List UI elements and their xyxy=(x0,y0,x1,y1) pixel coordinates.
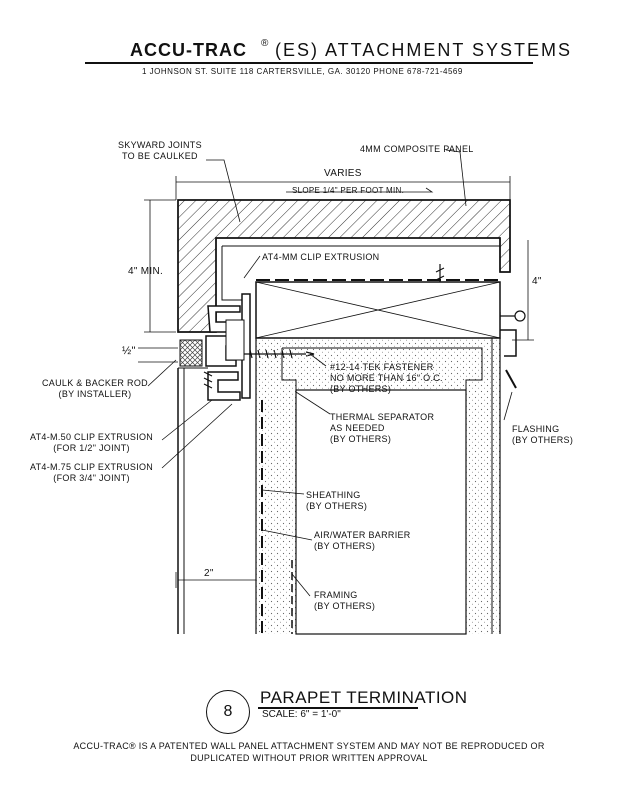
clip-extrusions xyxy=(205,305,241,401)
registered-mark: ® xyxy=(261,38,269,49)
header-rule xyxy=(85,62,533,64)
label-caulk-backer: CAULK & BACKER ROD(BY INSTALLER) xyxy=(42,378,148,399)
label-air-water-barrier: AIR/WATER BARRIER(BY OTHERS) xyxy=(314,530,411,551)
label-m50-clip: AT4-M.50 CLIP EXTRUSION(FOR 1/2" JOINT) xyxy=(30,432,154,453)
screw-icons xyxy=(203,264,526,389)
label-slope: SLOPE 1/4" PER FOOT MIN. xyxy=(292,186,405,195)
label-flashing: FLASHING(BY OTHERS) xyxy=(512,424,574,445)
label-framing: FRAMING(BY OTHERS) xyxy=(314,590,376,611)
dim-4-min: 4" MIN. xyxy=(128,266,164,277)
footer-notice: ACCU-TRAC® IS A PATENTED WALL PANEL ATTA… xyxy=(73,741,545,763)
wall-framing xyxy=(255,337,501,635)
lower-wall-panel xyxy=(177,367,208,634)
leader-lines xyxy=(147,149,513,597)
brand-name: ACCU-TRAC xyxy=(130,40,247,60)
dim-half-inch: ½" xyxy=(122,345,136,357)
detail-title: PARAPET TERMINATION xyxy=(260,688,468,707)
caulk-backer-rod xyxy=(179,339,203,367)
detail-number-badge: 8 xyxy=(206,690,250,734)
label-sheathing: SHEATHING(BY OTHERS) xyxy=(306,490,368,511)
wood-blocking xyxy=(255,279,501,339)
flashing xyxy=(500,329,517,357)
label-m75-clip: AT4-M.75 CLIP EXTRUSION(FOR 3/4" JOINT) xyxy=(30,462,154,483)
composite-panel-cap xyxy=(177,199,511,333)
dim-varies: VARIES xyxy=(324,168,362,179)
dim-4-right: 4" xyxy=(532,276,542,287)
title-underline xyxy=(258,707,418,709)
label-composite-panel: 4MM COMPOSITE PANEL xyxy=(360,144,474,154)
dim-2-inch: 2" xyxy=(204,568,214,579)
header-subtitle: (ES) ATTACHMENT SYSTEMS xyxy=(275,40,573,60)
label-mm-clip: AT4-MM CLIP EXTRUSION xyxy=(262,252,380,262)
detail-scale: SCALE: 6" = 1'-0" xyxy=(262,709,341,720)
dimension-lines xyxy=(138,176,534,588)
company-address: 1 JOHNSON ST. SUITE 118 CARTERSVILLE, GA… xyxy=(142,67,463,76)
